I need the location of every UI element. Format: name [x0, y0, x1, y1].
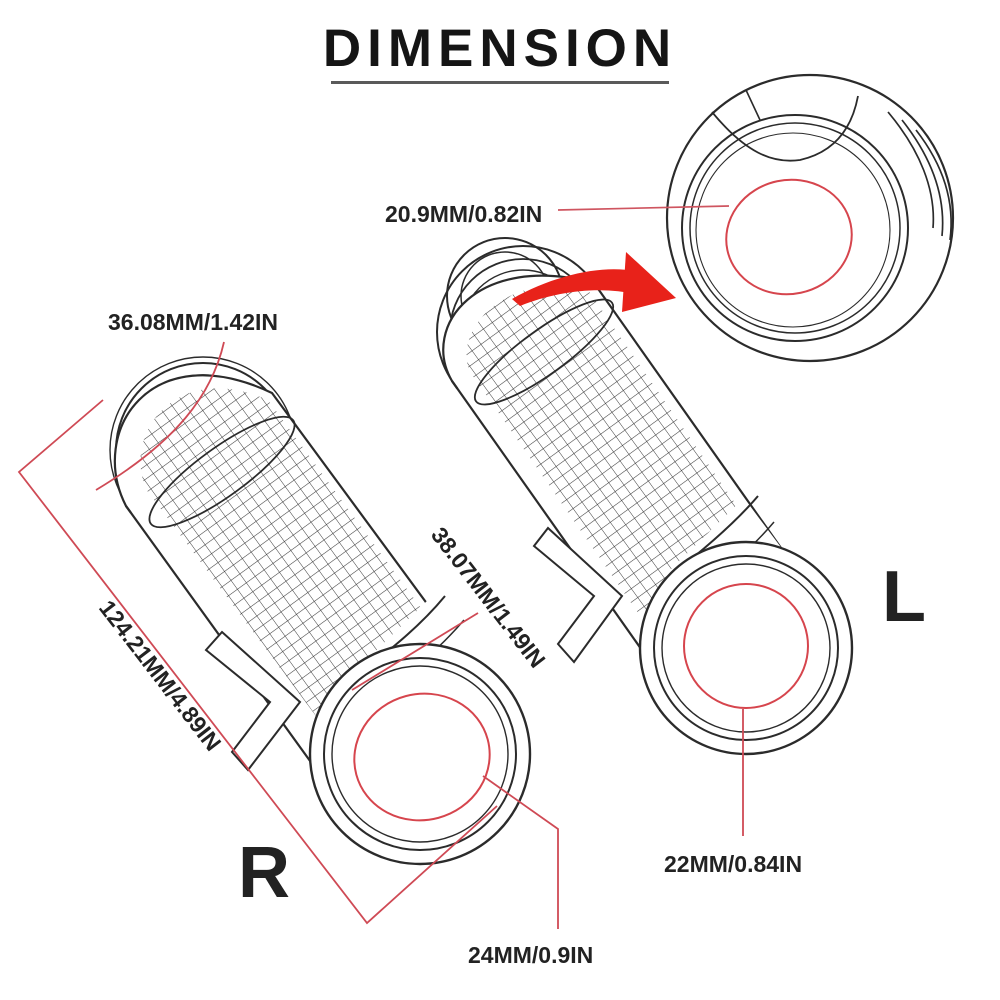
- grip-r-junction-ring: [148, 415, 296, 529]
- grip-r-endcap-ring: [323, 657, 517, 851]
- grip-l-endcap-outer: [638, 540, 854, 756]
- detail-hatch-line: [901, 119, 944, 237]
- detail-notch-line: [745, 89, 761, 121]
- zoom-arrow-head: [622, 252, 676, 312]
- grip-r-bore-circle: [353, 692, 491, 822]
- grip-r-endcap-outer: [308, 642, 532, 866]
- grip-l-endcap-ring: [661, 563, 831, 733]
- page-title: DIMENSION: [322, 19, 678, 78]
- dim-label-detail-inner: 20.9MM/0.82IN: [385, 201, 542, 227]
- detail-outer-circle: [665, 73, 955, 363]
- detail-hatch-line: [887, 111, 935, 229]
- detail-hatch-line: [915, 129, 953, 241]
- grip-r-chevron: [204, 630, 302, 772]
- grip-l-endcap-ring: [653, 555, 839, 741]
- detail-inner-ring: [681, 114, 909, 342]
- endcap-detail-view: [557, 73, 955, 363]
- detail-inner-ring: [695, 132, 891, 328]
- grip-l-chevron: [532, 526, 624, 664]
- dim-label-end-outer: 24MM/0.9IN: [468, 942, 593, 968]
- dim-line-length: [17, 399, 498, 925]
- title-underline: [331, 81, 669, 84]
- zoom-arrow: [512, 252, 676, 312]
- dim-leader-end-outer: [482, 775, 559, 929]
- grip-l-bottom-edge: [451, 380, 676, 698]
- detail-inner-ring: [689, 122, 901, 334]
- detail-leader-line: [557, 205, 730, 211]
- dimension-lines: [17, 341, 744, 929]
- dim-label-end-inner: 22MM/0.84IN: [664, 851, 802, 877]
- dim-line-flange: [351, 612, 479, 691]
- dim-line-head-outer: [95, 341, 225, 491]
- grip-l-bore-circle: [683, 583, 809, 709]
- header: DIMENSION: [0, 18, 1000, 84]
- zoom-arrow-body: [512, 269, 642, 306]
- dim-label-head-outer: 36.08MM/1.42IN: [108, 309, 278, 335]
- grip-letter-r: R: [238, 833, 290, 913]
- grip-letter-l: L: [882, 557, 926, 637]
- left-grip-drawing: [436, 237, 854, 756]
- right-grip-drawing: [109, 356, 532, 866]
- detail-bore-circle: [725, 178, 853, 296]
- grip-r-endcap-ring: [331, 665, 509, 843]
